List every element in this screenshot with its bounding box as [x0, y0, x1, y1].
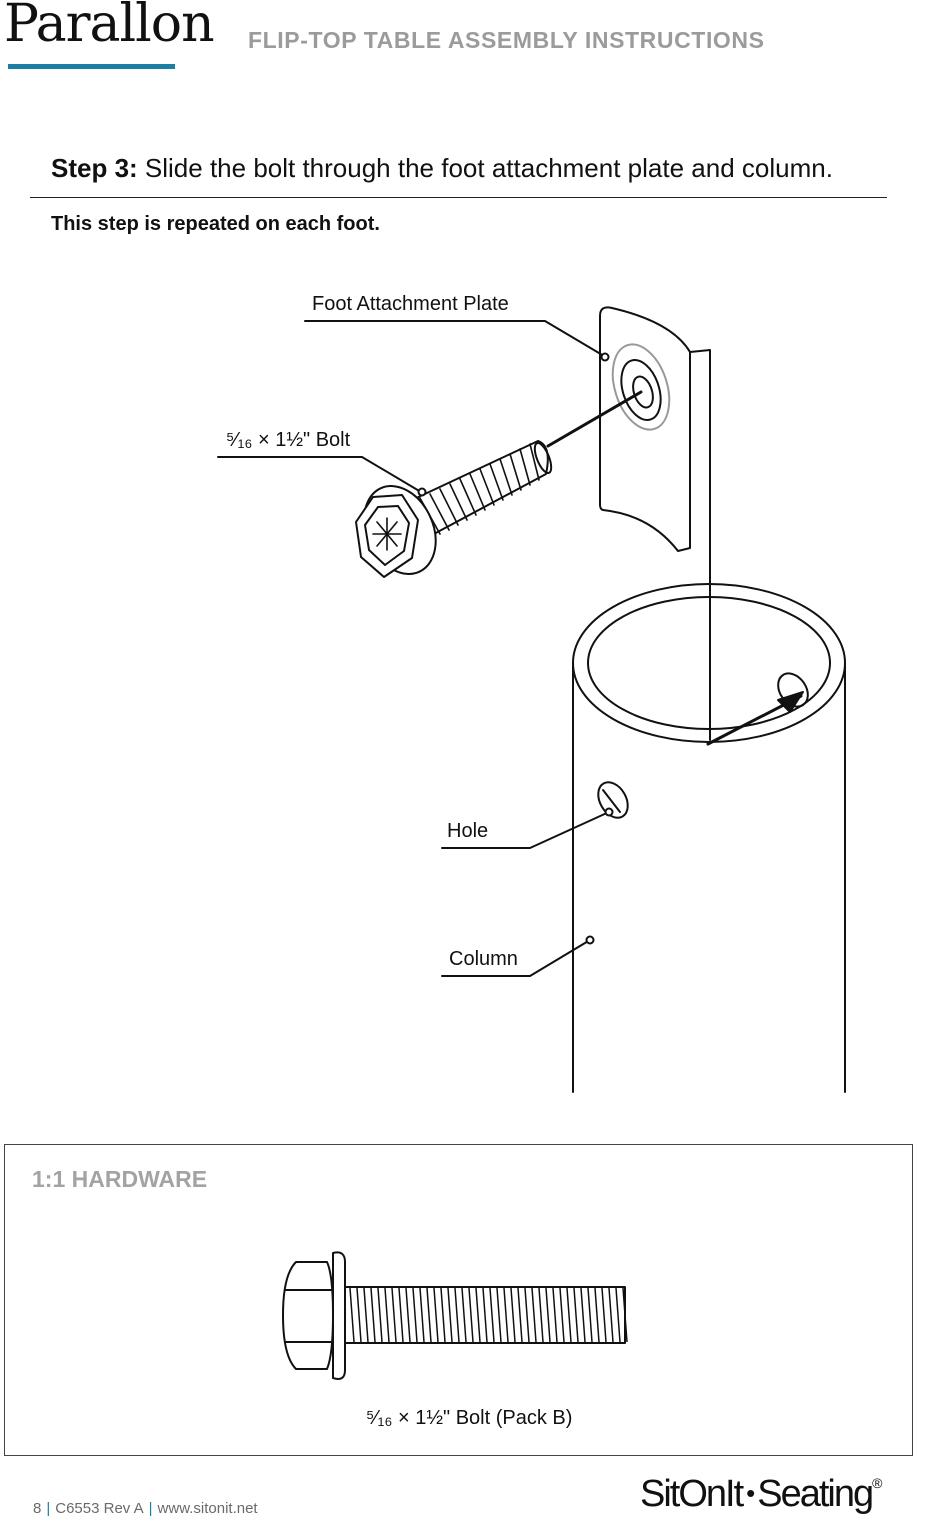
website-link[interactable]: www.sitonit.net [157, 1500, 258, 1517]
page-number: 8 [33, 1500, 42, 1517]
document-title: FLIP-TOP TABLE ASSEMBLY INSTRUCTIONS [248, 27, 765, 53]
doc-code: C6553 Rev A [55, 1500, 144, 1517]
bolt-label: ⁵⁄₁₆ × 1½" Bolt [226, 429, 351, 451]
hardware-panel [4, 1144, 913, 1456]
brand-logo: Parallon [4, 0, 215, 54]
brand-underline [8, 64, 175, 69]
foot-attachment-plate-illustration [599, 306, 711, 741]
hardware-caption: ⁵⁄₁₆ × 1½" Bolt (Pack B) [366, 1407, 573, 1429]
footer-info: 8|C6553 Rev A|www.sitonit.net [33, 1500, 258, 1517]
hardware-title: 1:1 HARDWARE [32, 1166, 208, 1192]
step-number: Step 3: [51, 153, 138, 183]
bolt-illustration [355, 440, 553, 578]
plate-label: Foot Attachment Plate [312, 293, 509, 315]
step-note: This step is repeated on each foot. [51, 213, 380, 235]
step-divider [30, 197, 887, 198]
hole-label: Hole [447, 820, 489, 842]
step-text: Slide the bolt through the foot attachme… [137, 153, 833, 183]
column-label: Column [449, 948, 518, 970]
step-heading: Step 3: Slide the bolt through the foot … [51, 153, 833, 184]
sitonit-logo: SitOnIt•Seating® [640, 1473, 883, 1515]
